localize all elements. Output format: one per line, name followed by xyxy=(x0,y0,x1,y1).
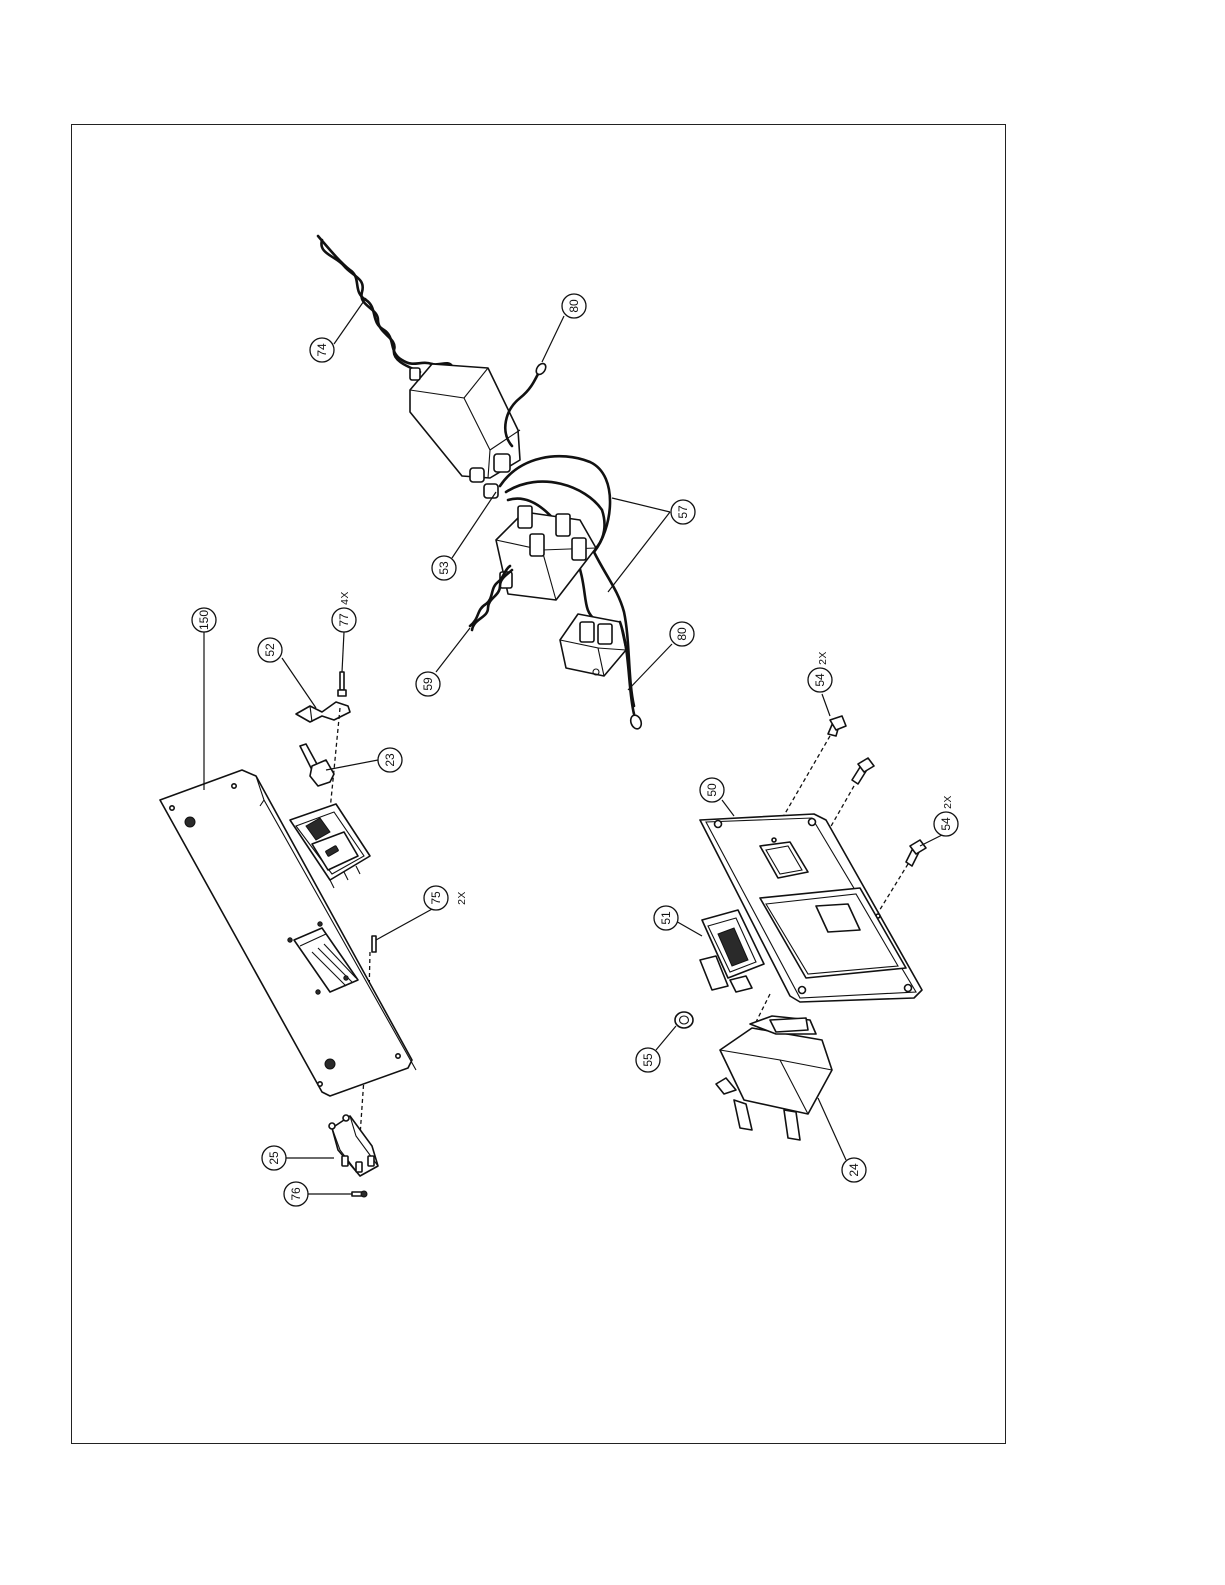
callout-c54b: 54 xyxy=(934,812,958,836)
callout-number: 50 xyxy=(705,783,719,797)
callout-c53: 53 xyxy=(432,556,456,580)
bracket-52 xyxy=(296,702,350,722)
callout-number: 25 xyxy=(267,1151,281,1165)
quantity-labels: 4X 2X 2X 2X xyxy=(339,591,954,905)
callout-c59: 59 xyxy=(416,672,440,696)
control-panel-150 xyxy=(160,770,416,1096)
callout-c23: 23 xyxy=(378,748,402,772)
screw-77 xyxy=(338,672,346,696)
twisted-wire-59 xyxy=(470,566,512,630)
screw-54-upper xyxy=(828,716,846,736)
small-relay xyxy=(560,614,626,676)
callout-c80b: 80 xyxy=(670,622,694,646)
callout-number: 75 xyxy=(429,891,443,905)
outlet-24 xyxy=(716,1016,832,1140)
callout-number: 76 xyxy=(289,1187,303,1201)
callout-number: 55 xyxy=(641,1053,655,1067)
screw-75 xyxy=(372,936,376,952)
callout-c150: 150 xyxy=(192,608,216,632)
callout-c74: 74 xyxy=(310,338,334,362)
callout-c55: 55 xyxy=(636,1048,660,1072)
callout-c77: 77 xyxy=(332,608,356,632)
callout-c57: 57 xyxy=(671,500,695,524)
callout-number: 150 xyxy=(197,610,211,630)
callout-number: 80 xyxy=(675,627,689,641)
quantity-q75: 2X xyxy=(456,891,468,905)
circuit-breaker-25 xyxy=(329,1115,378,1176)
relay-block xyxy=(496,506,596,600)
callout-c25: 25 xyxy=(262,1146,286,1170)
callout-number: 80 xyxy=(567,299,581,313)
callout-c76: 76 xyxy=(284,1182,308,1206)
callout-number: 24 xyxy=(847,1163,861,1177)
callout-c51: 51 xyxy=(654,906,678,930)
callout-number: 54 xyxy=(939,817,953,831)
quantity-q77: 4X xyxy=(339,591,351,605)
screw-76 xyxy=(352,1191,367,1197)
ring-terminal-wire-80-bottom xyxy=(620,622,643,730)
callout-c80a: 80 xyxy=(562,294,586,318)
nut-55 xyxy=(675,1012,693,1028)
callout-number: 23 xyxy=(383,753,397,767)
screw-54-middle xyxy=(852,758,874,784)
callout-c24: 24 xyxy=(842,1158,866,1182)
callout-number: 51 xyxy=(659,911,673,925)
transformer-body xyxy=(410,364,520,498)
callout-c50: 50 xyxy=(700,778,724,802)
callout-number: 57 xyxy=(676,505,690,519)
twisted-pair-wire-74 xyxy=(318,236,452,372)
toggle-switch-23 xyxy=(300,744,334,786)
callout-number: 52 xyxy=(263,643,277,657)
callout-number: 53 xyxy=(437,561,451,575)
callout-c54a: 54 xyxy=(808,668,832,692)
callout-number: 59 xyxy=(421,677,435,691)
quantity-q54a: 2X xyxy=(817,651,829,665)
callout-number: 77 xyxy=(337,613,351,627)
callout-number: 74 xyxy=(315,343,329,357)
quantity-q54b: 2X xyxy=(942,795,954,809)
callout-c75: 75 xyxy=(424,886,448,910)
callout-c52: 52 xyxy=(258,638,282,662)
callout-number: 54 xyxy=(813,673,827,687)
